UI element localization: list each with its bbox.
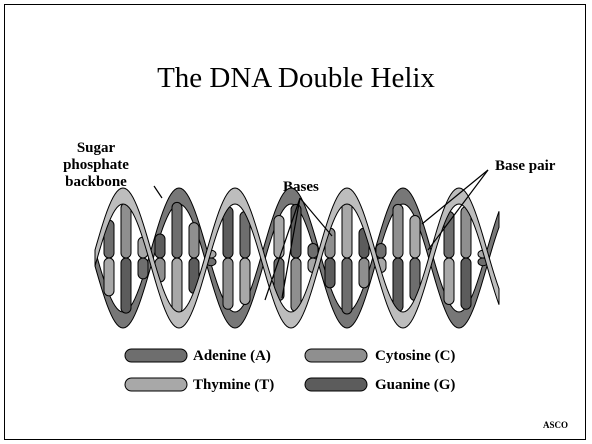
base-rung <box>240 258 250 304</box>
base-rung <box>138 258 148 279</box>
footer-credit: ASCO <box>543 420 568 430</box>
base-rung <box>461 258 471 309</box>
base-rung <box>291 258 301 312</box>
base-rung <box>308 244 318 258</box>
legend-swatch <box>125 378 187 391</box>
base-rung <box>189 223 199 258</box>
legend-label-thymine: Thymine (T) <box>193 377 274 394</box>
base-rung <box>410 216 420 258</box>
base-rung <box>444 258 454 304</box>
pointer-line <box>422 170 488 224</box>
legend-label-adenine: Adenine (A) <box>193 348 271 365</box>
legend-label-cytosine: Cytosine (C) <box>375 348 455 365</box>
base-rung <box>121 258 131 313</box>
base-rung <box>393 258 403 312</box>
base-rung <box>376 244 386 258</box>
base-rung <box>393 204 403 258</box>
legend-swatch <box>125 349 187 362</box>
pointer-line <box>154 186 162 198</box>
base-rung <box>172 258 182 314</box>
base-rung <box>223 258 233 309</box>
base-rung <box>104 258 114 296</box>
base-rung <box>325 258 335 288</box>
base-rung <box>359 258 369 288</box>
legend-swatch <box>305 378 367 391</box>
base-rung <box>172 202 182 258</box>
base-rung <box>342 202 352 258</box>
base-rung <box>342 258 352 314</box>
base-rung <box>121 203 131 258</box>
legend-label-guanine: Guanine (G) <box>375 377 455 394</box>
legend-swatch <box>305 349 367 362</box>
base-rung <box>291 204 301 258</box>
base-rung <box>155 234 165 258</box>
base-rung <box>274 216 284 258</box>
